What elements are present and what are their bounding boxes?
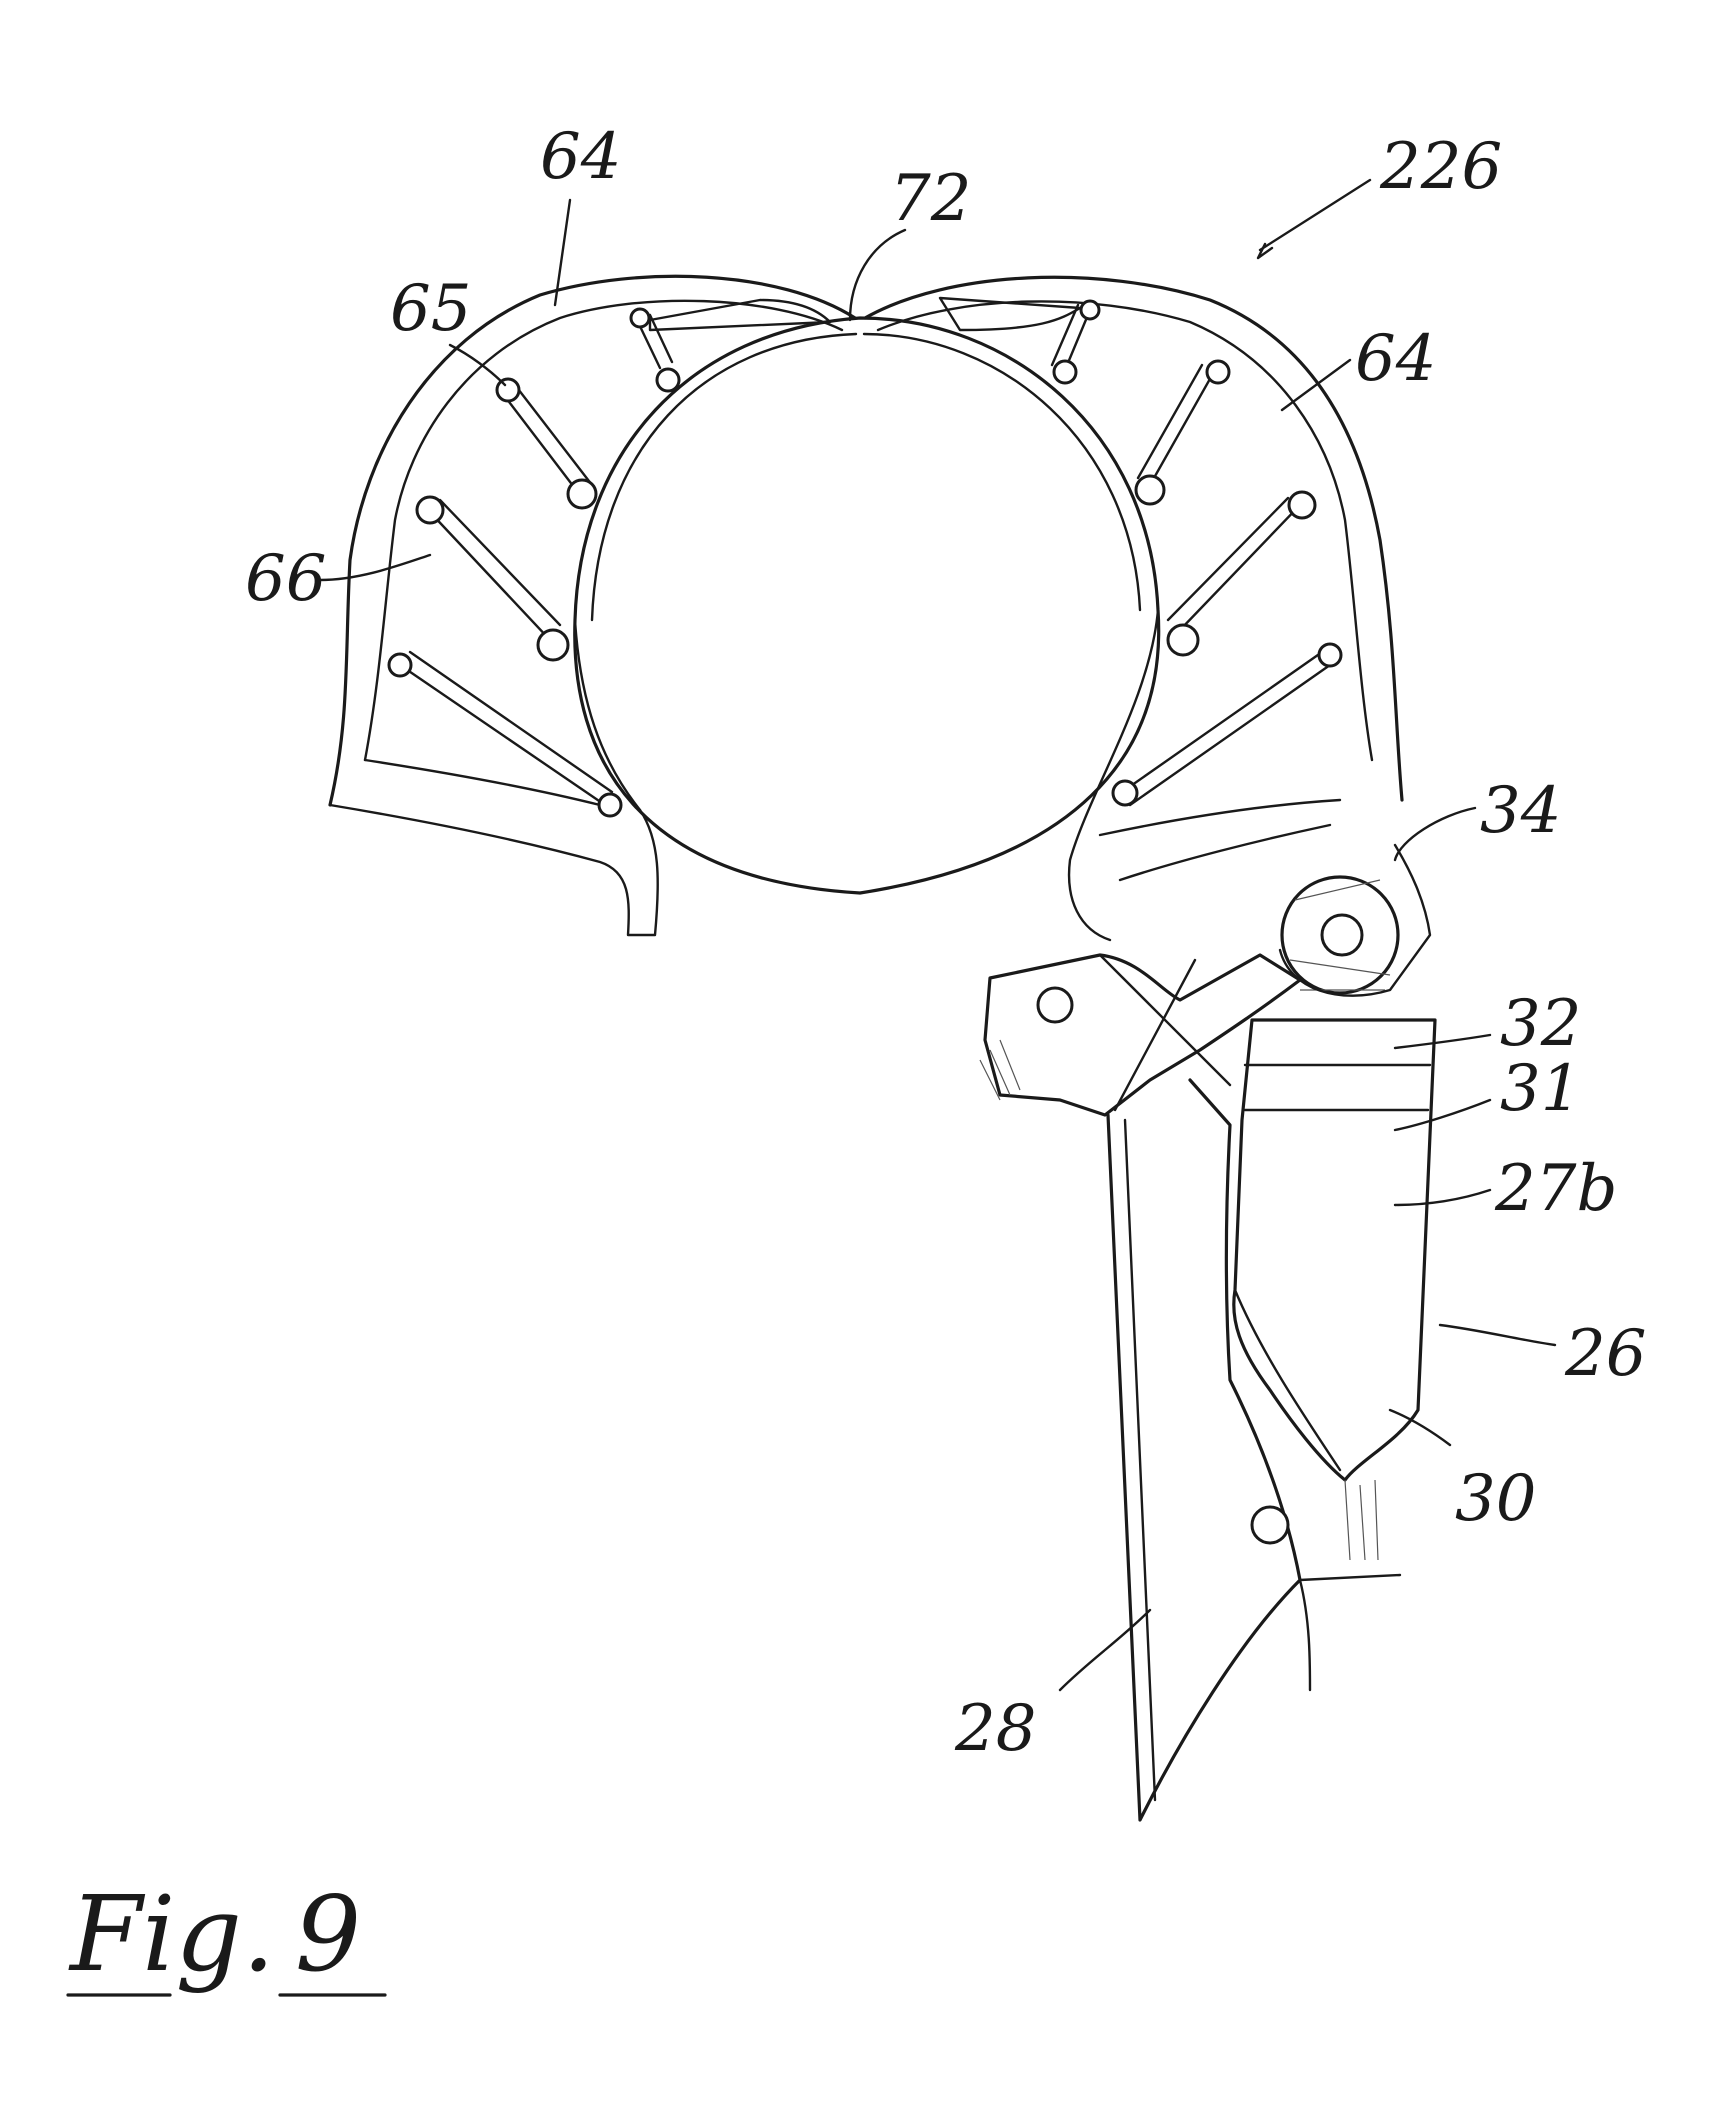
label-26: 26 [1564,1317,1646,1391]
reference-labels: 226 72 64 64 65 66 34 32 31 27b 26 30 28 [245,120,1646,1766]
roller-34 [1278,843,1432,997]
leader-26 [1438,1323,1557,1347]
pin [1166,623,1200,657]
pin [1079,299,1101,321]
leader-66 [318,553,432,582]
label-27b: 27b [1494,1152,1617,1226]
leader-32 [1393,1033,1492,1050]
pin [495,377,521,403]
pin [415,495,445,525]
label-31: 31 [1500,1052,1581,1126]
leader-226 [1258,178,1372,252]
housing-block [1232,1018,1437,1692]
lever-arm [979,953,1302,1117]
pin [655,367,681,393]
label-30: 30 [1455,1462,1536,1536]
left-frame [328,274,857,937]
leader-34 [1393,806,1477,862]
label-226: 226 [1379,130,1502,204]
label-34: 34 [1480,774,1561,848]
central-ring [573,316,1161,895]
leader-lines [318,178,1557,1692]
figure-caption-prefix: Fig. [68,1873,275,1995]
label-65: 65 [390,272,471,346]
label-64-left: 64 [540,120,621,194]
right-spokes [1050,303,1332,807]
pin [387,652,413,678]
leader-72 [848,228,907,322]
figure-caption: Fig. 9 [66,1873,387,1997]
leader-64-right [1280,358,1352,412]
right-frame [863,275,1404,942]
label-64-right: 64 [1355,322,1436,396]
leader-27b [1393,1188,1492,1207]
leader-30 [1388,1408,1452,1447]
label-72: 72 [890,162,971,236]
leader-65 [448,343,507,387]
label-32: 32 [1500,987,1581,1061]
pin [629,307,651,329]
leader-28 [1058,1608,1152,1692]
pin [1052,359,1078,385]
pin [1287,490,1317,520]
pin [1317,642,1343,668]
frame-pins [387,299,1343,818]
pin [1111,779,1139,807]
leader-31 [1393,1098,1492,1132]
label-66: 66 [245,542,326,616]
pin [536,628,570,662]
pin [566,478,598,510]
label-28: 28 [954,1692,1036,1766]
pin [597,792,623,818]
figure-caption-number: 9 [295,1873,361,1995]
pin [1205,359,1231,385]
left-spokes [398,313,674,807]
pin [1134,474,1166,506]
leader-64-left [553,198,572,307]
blade-28 [1106,1078,1302,1822]
